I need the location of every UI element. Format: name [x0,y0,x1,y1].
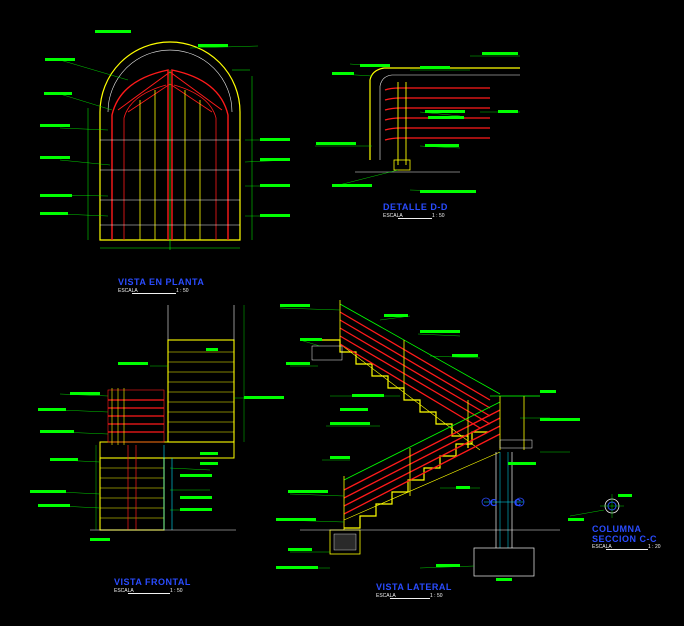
title-detail-view: DETALLE D-D [383,202,448,212]
side-view: C C [276,300,580,581]
scale-label-detail: ESCALA [383,213,403,219]
scale-label-side: ESCALA [376,593,396,599]
plan-arch-outer [99,41,241,241]
scale-underline-column [606,549,648,550]
section-mark-c-left: C [490,498,497,509]
scale-value-column: 1 : 20 [648,544,661,550]
title-plan-view: VISTA EN PLANTA [118,277,205,287]
scale-value-plan: 1 : 50 [176,288,189,294]
front-view [30,305,284,541]
plan-panel-right [171,69,229,240]
scale-underline-side [390,598,430,599]
detail-view [315,52,520,193]
title-front-view: VISTA FRONTAL [114,577,191,587]
scale-underline-plan [132,293,176,294]
title-column: COLUMNA [592,524,642,534]
scale-label-column: ESCALA [592,544,612,550]
scale-value-front: 1 : 50 [170,588,183,594]
column-section [568,494,632,521]
title-column-section: SECCION C-C [592,534,658,544]
scale-underline-front [128,593,170,594]
scale-underline-detail [398,218,432,219]
scale-label-front: ESCALA [114,588,134,594]
scale-value-side: 1 : 50 [430,593,443,599]
scale-label-plan: ESCALA [118,288,138,294]
plan-panel-left [111,69,169,240]
scale-value-detail: 1 : 50 [432,213,445,219]
plan-arch-inner [107,49,233,113]
title-side-view: VISTA LATERAL [376,582,452,592]
plan-view [40,30,291,250]
section-mark-c-right: C [514,498,521,509]
